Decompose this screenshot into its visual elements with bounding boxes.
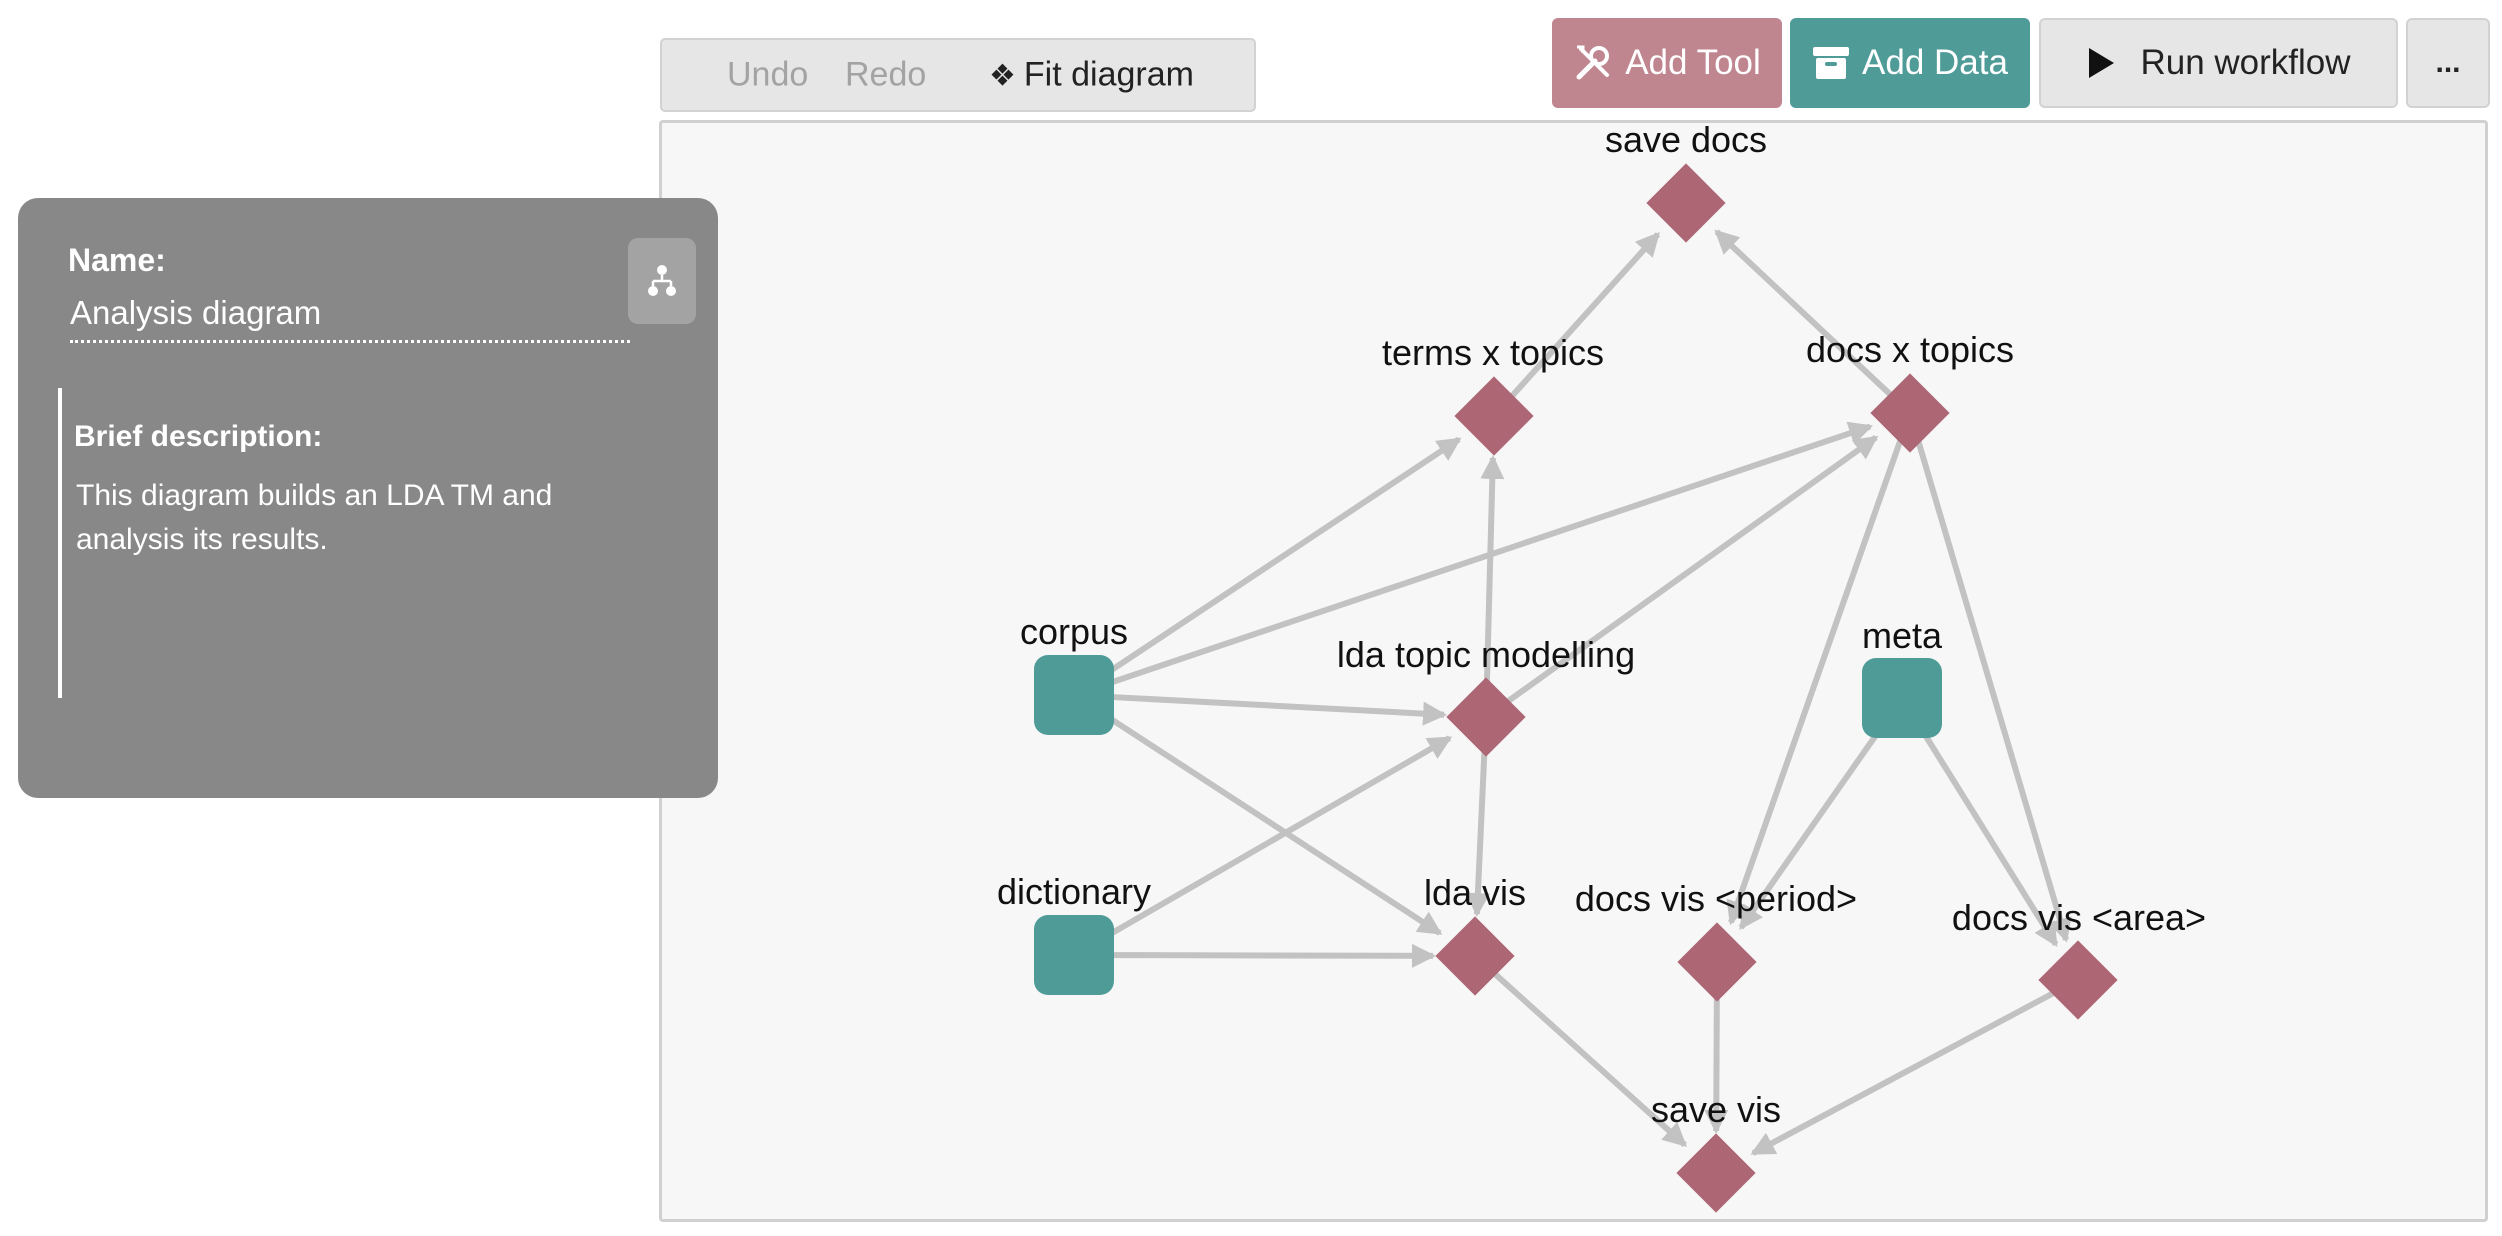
node-label-terms-topics: terms x topics <box>1382 332 1604 373</box>
undo-button[interactable]: Undo <box>727 55 809 94</box>
edge-dictionary-to-lda_vis[interactable] <box>1107 943 1437 968</box>
name-label: Name: <box>68 242 166 278</box>
edge-docs_topics-to-docs_vis_period[interactable] <box>1726 436 1905 926</box>
workflow-graph[interactable]: save docs terms x topics docs x topics corp… <box>662 123 2485 1219</box>
node-label-save-vis: save vis <box>1651 1089 1781 1130</box>
description-block[interactable]: Brief description: This diagram builds a… <box>58 388 662 698</box>
diagram-info-panel: Name: Analysis diagram Brief description… <box>18 198 718 798</box>
edge-meta-to-docs_vis_period[interactable] <box>1738 724 1885 931</box>
more-options-label: ... <box>2435 46 2461 79</box>
data-node-meta[interactable] <box>1862 658 1942 738</box>
fit-diagram-icon: ❖ <box>989 59 1016 93</box>
more-options-button[interactable]: ... <box>2406 18 2490 108</box>
node-label-corpus: corpus <box>1020 611 1128 652</box>
archive-icon <box>1813 47 1850 79</box>
redo-button[interactable]: Redo <box>845 55 927 94</box>
tool-node-terms-topics[interactable] <box>1454 376 1534 456</box>
add-tool-button[interactable]: Add Tool <box>1552 18 1782 108</box>
hierarchy-icon[interactable] <box>628 238 696 324</box>
edge-lda-to-terms_topics[interactable] <box>1480 454 1505 692</box>
edge-corpus-to-terms_topics[interactable] <box>1100 436 1462 679</box>
node-label-lda-vis: lda vis <box>1424 872 1526 913</box>
edge-lda-to-docs_topics[interactable] <box>1505 435 1879 705</box>
diagram-name-field[interactable]: Analysis diagram <box>70 294 630 343</box>
run-workflow-button[interactable]: Run workflow <box>2039 18 2398 108</box>
tool-node-docs-vis-area[interactable] <box>2038 940 2118 1020</box>
data-node-corpus[interactable] <box>1034 655 1114 735</box>
edge-corpus-to-lda[interactable] <box>1107 693 1448 726</box>
tool-node-docs-vis-period[interactable] <box>1677 922 1757 1002</box>
edge-docs_vis_period-to-save_vis[interactable] <box>1704 987 1729 1135</box>
node-label-lda: lda topic modelling <box>1337 634 1635 675</box>
tools-icon <box>1576 45 1610 80</box>
edge-meta-to-docs_vis_area[interactable] <box>1917 725 2059 947</box>
add-tool-label: Add Tool <box>1625 43 1761 82</box>
fit-diagram-button[interactable]: ❖Fit diagram <box>989 56 1194 95</box>
edge-terms_topics-to-save_docs[interactable] <box>1509 231 1661 399</box>
edge-lda_vis-to-save_vis[interactable] <box>1492 971 1688 1148</box>
add-data-label: Add Data <box>1862 43 2008 82</box>
data-node-dictionary[interactable] <box>1034 915 1114 995</box>
edge-lda-to-lda_vis[interactable] <box>1465 742 1490 918</box>
node-label-dictionary: dictionary <box>997 871 1151 912</box>
edge-docs_vis_area-to-save_vis[interactable] <box>1750 989 2057 1156</box>
node-label-meta: meta <box>1862 615 1943 656</box>
node-label-save-docs: save docs <box>1605 123 1767 160</box>
tool-node-save-docs[interactable] <box>1646 163 1726 243</box>
add-data-button[interactable]: Add Data <box>1790 18 2030 108</box>
play-icon <box>2089 48 2115 78</box>
edge-corpus-to-lda_vis[interactable] <box>1100 711 1443 936</box>
run-workflow-label: Run workflow <box>2140 43 2351 82</box>
node-label-docs-vis-area: docs vis <area> <box>1952 897 2206 938</box>
node-label-docs-vis-period: docs vis <period> <box>1575 878 1857 919</box>
edge-dictionary-to-lda[interactable] <box>1101 735 1453 941</box>
description-text[interactable]: This diagram builds an LDA TM and analys… <box>76 479 553 556</box>
history-toolbar: Undo Redo ❖Fit diagram <box>660 38 1256 112</box>
diagram-canvas[interactable]: save docs terms x topics docs x topics corp… <box>659 120 2488 1222</box>
description-label: Brief description: <box>74 420 323 453</box>
tool-node-docs-topics[interactable] <box>1870 373 1950 453</box>
edge-docs_topics-to-docs_vis_area[interactable] <box>1914 437 2072 943</box>
tool-node-lda[interactable] <box>1446 677 1526 757</box>
tool-node-save-vis[interactable] <box>1676 1133 1756 1213</box>
node-label-docs-topics: docs x topics <box>1806 329 2014 370</box>
fit-diagram-label: Fit diagram <box>1023 55 1194 94</box>
edge-docs_topics-to-save_docs[interactable] <box>1714 229 1894 398</box>
tool-node-lda-vis[interactable] <box>1435 916 1515 996</box>
